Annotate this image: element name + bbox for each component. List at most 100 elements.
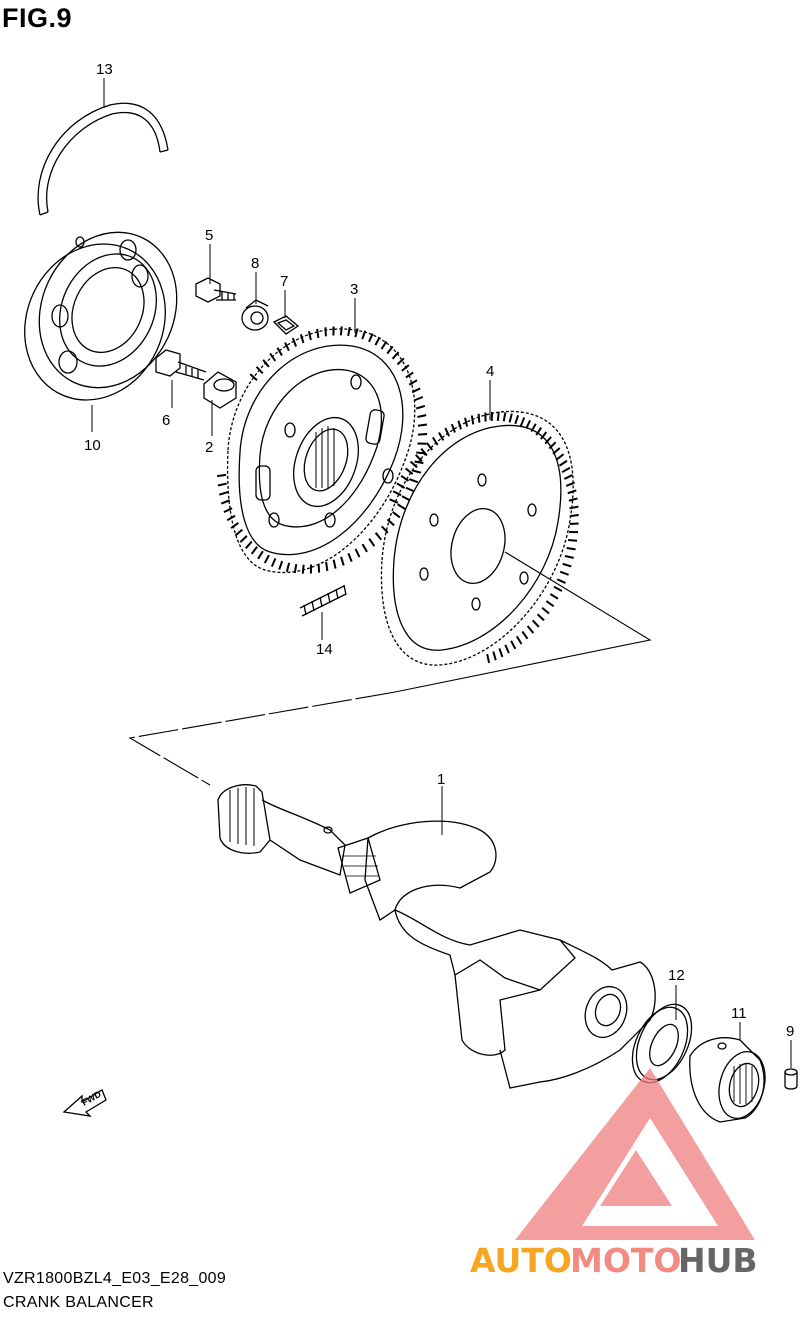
callout-5: 5 [205, 227, 213, 244]
gear-tooth [391, 351, 400, 360]
gear-tooth [216, 473, 227, 478]
gear-tooth [535, 427, 543, 436]
gear-tooth [245, 540, 253, 549]
gear-tooth [555, 453, 565, 461]
gear-tooth [561, 466, 571, 474]
gear-tooth [408, 478, 419, 484]
gear-tooth [411, 387, 421, 394]
gear-tooth [408, 379, 418, 386]
gear-tooth [291, 337, 298, 347]
gear-tooth [263, 554, 270, 564]
callout-11: 11 [731, 1005, 747, 1022]
part-13-snap-ring [37, 102, 169, 216]
gear-tooth [270, 558, 277, 568]
gear-tooth [347, 552, 353, 562]
callout-13: 13 [96, 61, 113, 78]
part-14-spring [299, 584, 347, 617]
gear-tooth [278, 560, 284, 570]
gear-tooth [549, 593, 559, 600]
gear-tooth [470, 415, 475, 425]
gear-tooth [401, 364, 410, 372]
gear-tooth [415, 404, 426, 410]
gear-tooth [519, 417, 526, 427]
part-3-gear-teeth [216, 326, 428, 574]
gear-tooth [496, 411, 500, 421]
part-8-collar [241, 299, 269, 331]
callout-7: 7 [280, 273, 288, 290]
part-10-bearing [24, 231, 178, 401]
part-11-needle-bearing [689, 1037, 766, 1123]
gear-tooth [396, 357, 405, 366]
callout-numbers: 13 5 8 7 3 4 6 2 10 14 1 12 11 9 [84, 61, 794, 1040]
gear-tooth [392, 511, 401, 519]
gear-tooth [548, 441, 557, 450]
gear-tooth [540, 431, 548, 440]
gear-tooth [417, 433, 428, 436]
gear-tooth [401, 495, 411, 502]
assembly-lines [128, 551, 652, 786]
gear-tooth [217, 482, 227, 487]
gear-tooth [317, 563, 321, 573]
gear-tooth [414, 454, 423, 463]
gear-tooth [361, 543, 368, 553]
gear-tooth [389, 498, 399, 504]
gear-tooth [502, 412, 507, 422]
part-1-crankshaft [217, 784, 656, 1089]
gear-tooth [553, 585, 563, 592]
watermark-logo [515, 1068, 755, 1240]
gear-tooth [521, 630, 529, 640]
part-6-bolt [155, 349, 207, 381]
gear-tooth [269, 352, 277, 362]
callout-4: 4 [486, 363, 494, 380]
gear-tooth [284, 342, 290, 352]
gear-tooth [568, 497, 578, 502]
gear-tooth [514, 414, 520, 425]
gear-tooth [400, 474, 410, 482]
gear-tooth [569, 514, 579, 518]
gear-tooth [530, 423, 537, 433]
gear-tooth [562, 562, 572, 568]
gear-tooth [301, 564, 305, 574]
gear-tooth [405, 467, 414, 475]
gear-tooth [249, 373, 258, 381]
gear-tooth [386, 345, 394, 355]
gear-tooth [347, 326, 351, 337]
gear-tooth [234, 528, 244, 537]
part-3-gear-assembly [226, 328, 416, 574]
callout-1: 1 [437, 771, 445, 788]
gear-tooth [368, 333, 374, 343]
gear-tooth [515, 635, 523, 645]
gear-tooth [564, 554, 574, 559]
leader-lines [91, 78, 792, 1068]
part-9-dowel-pin [784, 1068, 798, 1090]
gear-tooth [332, 559, 337, 569]
gear-tooth [426, 442, 434, 451]
gear-tooth [559, 570, 569, 576]
gear-tooth [544, 436, 552, 445]
gear-tooth [492, 651, 497, 661]
footer-diagram-code: VZR1800BZL4_E03_E28_009 [3, 1270, 227, 1287]
gear-tooth [525, 419, 532, 429]
gear-tooth [444, 427, 450, 437]
part-7-plate [272, 315, 300, 335]
gear-tooth [526, 625, 535, 634]
gear-tooth [368, 538, 376, 547]
callout-14: 14 [316, 641, 333, 658]
gear-tooth [457, 420, 462, 430]
gear-tooth [239, 535, 248, 543]
gear-tooth [293, 563, 298, 574]
watermark-hub: HUB [678, 1241, 758, 1280]
callout-8: 8 [251, 255, 259, 272]
gear-tooth [545, 600, 555, 608]
gear-tooth [556, 578, 566, 584]
part-5-bolt [195, 277, 237, 303]
gear-tooth [220, 499, 231, 505]
gear-tooth [316, 328, 320, 338]
gear-tooth [414, 460, 424, 465]
gear-tooth [354, 548, 361, 558]
callout-2: 2 [205, 439, 213, 456]
callout-6: 6 [162, 412, 170, 429]
callout-12: 12 [668, 967, 685, 984]
gear-tooth [565, 481, 575, 487]
gear-tooth [405, 486, 415, 493]
